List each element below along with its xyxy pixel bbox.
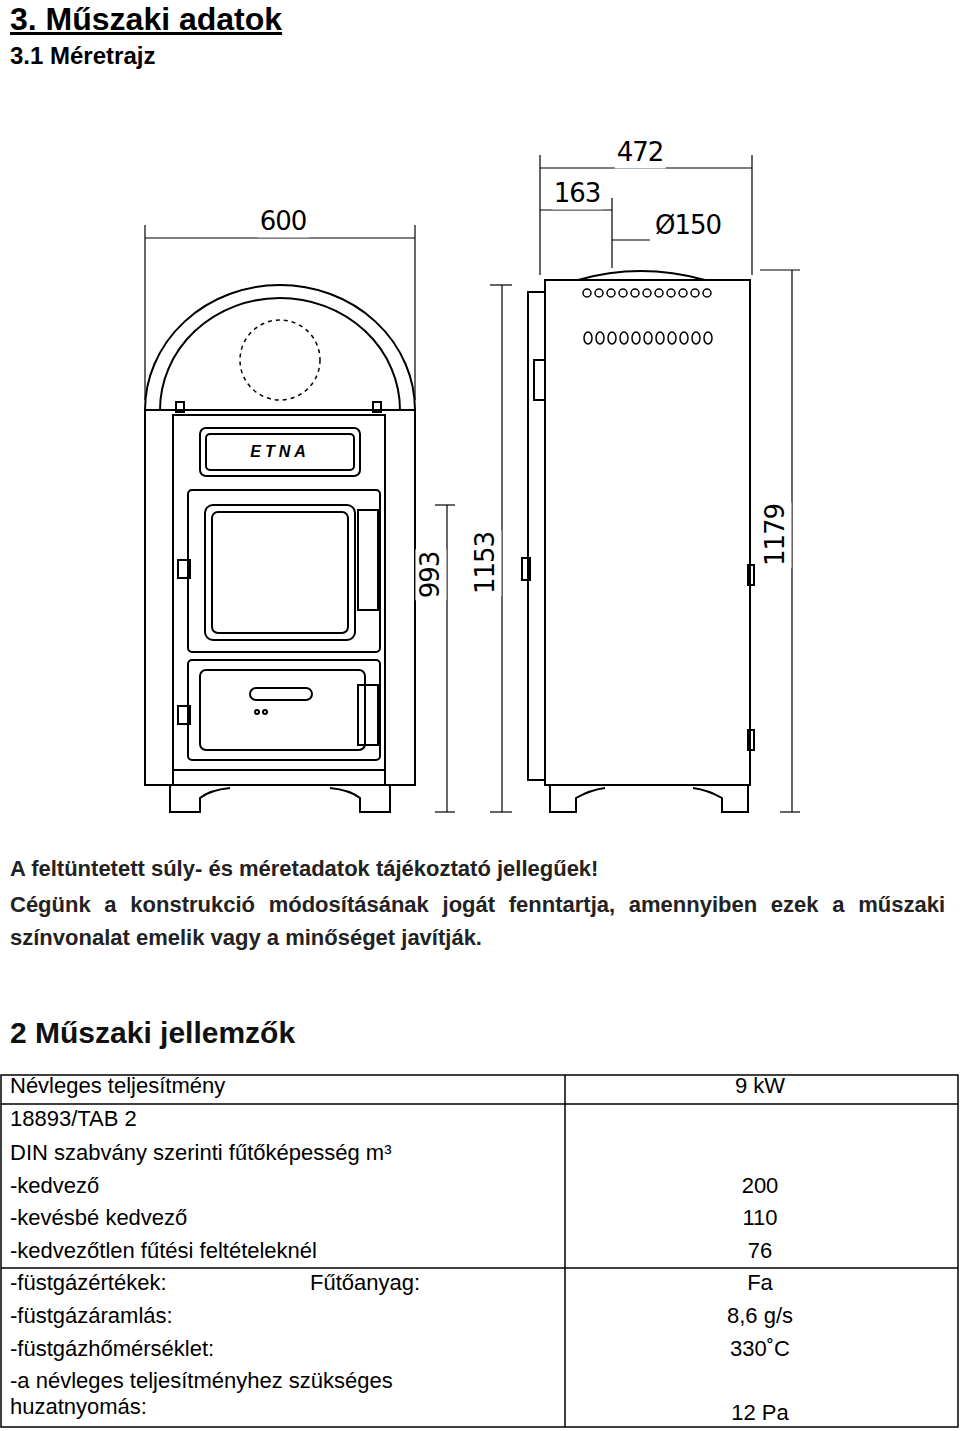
table-cell: Névleges teljesítmény xyxy=(10,1073,530,1099)
dimension: 163 xyxy=(552,178,603,209)
front-view xyxy=(145,285,415,812)
table-cell: Fűtőanyag: xyxy=(310,1270,550,1296)
table-cell: -kedvező xyxy=(10,1173,530,1199)
table-cell: 12 Pa xyxy=(600,1400,920,1426)
brand-text: ETNA xyxy=(250,443,310,461)
table-cell: -füstgázhőmérséklet: xyxy=(10,1336,530,1362)
table-cell: Fa xyxy=(600,1270,920,1296)
dimension: 1179 xyxy=(760,502,791,568)
section-title: 2 Műszaki jellemzők xyxy=(10,1015,295,1051)
table-cell: 9 kW xyxy=(600,1073,920,1099)
table-cell: DIN szabvány szerinti fűtőképesség m³ xyxy=(10,1140,530,1166)
dimension: 1153 xyxy=(470,530,501,596)
section-title: 3.1 Méretrajz xyxy=(10,42,155,71)
table-cell: -füstgázértékek: xyxy=(10,1270,270,1296)
table-cell: 110 xyxy=(600,1205,920,1231)
table-cell: -kedvezőtlen fűtési feltételeknél xyxy=(10,1238,530,1264)
table-cell: -kevésbé kedvező xyxy=(10,1205,530,1231)
table-cell: 200 xyxy=(600,1173,920,1199)
dimension: 472 xyxy=(615,137,666,168)
dimension: 993 xyxy=(415,550,446,601)
side-view xyxy=(522,271,754,812)
table-cell: 76 xyxy=(600,1238,920,1264)
table-grid xyxy=(1,1075,958,1427)
page-title: 3. Műszaki adatok xyxy=(10,0,282,38)
table-cell: -füstgázáramlás: xyxy=(10,1303,530,1329)
note: A feltüntetett súly- és méretadatok tájé… xyxy=(10,856,598,882)
note: Cégünk a konstrukció módosításának jogát… xyxy=(10,888,945,954)
table-cell: -a névleges teljesítményhez szükséges hu… xyxy=(10,1368,510,1420)
name-plate: ETNA xyxy=(206,434,354,470)
dimension: 600 xyxy=(258,206,309,237)
table-cell: 8,6 g/s xyxy=(600,1303,920,1329)
dimension: Ø150 xyxy=(653,210,723,241)
table-cell: 330˚C xyxy=(600,1336,920,1362)
table-cell: 18893/TAB 2 xyxy=(10,1106,530,1132)
dimension-lines xyxy=(145,155,800,812)
